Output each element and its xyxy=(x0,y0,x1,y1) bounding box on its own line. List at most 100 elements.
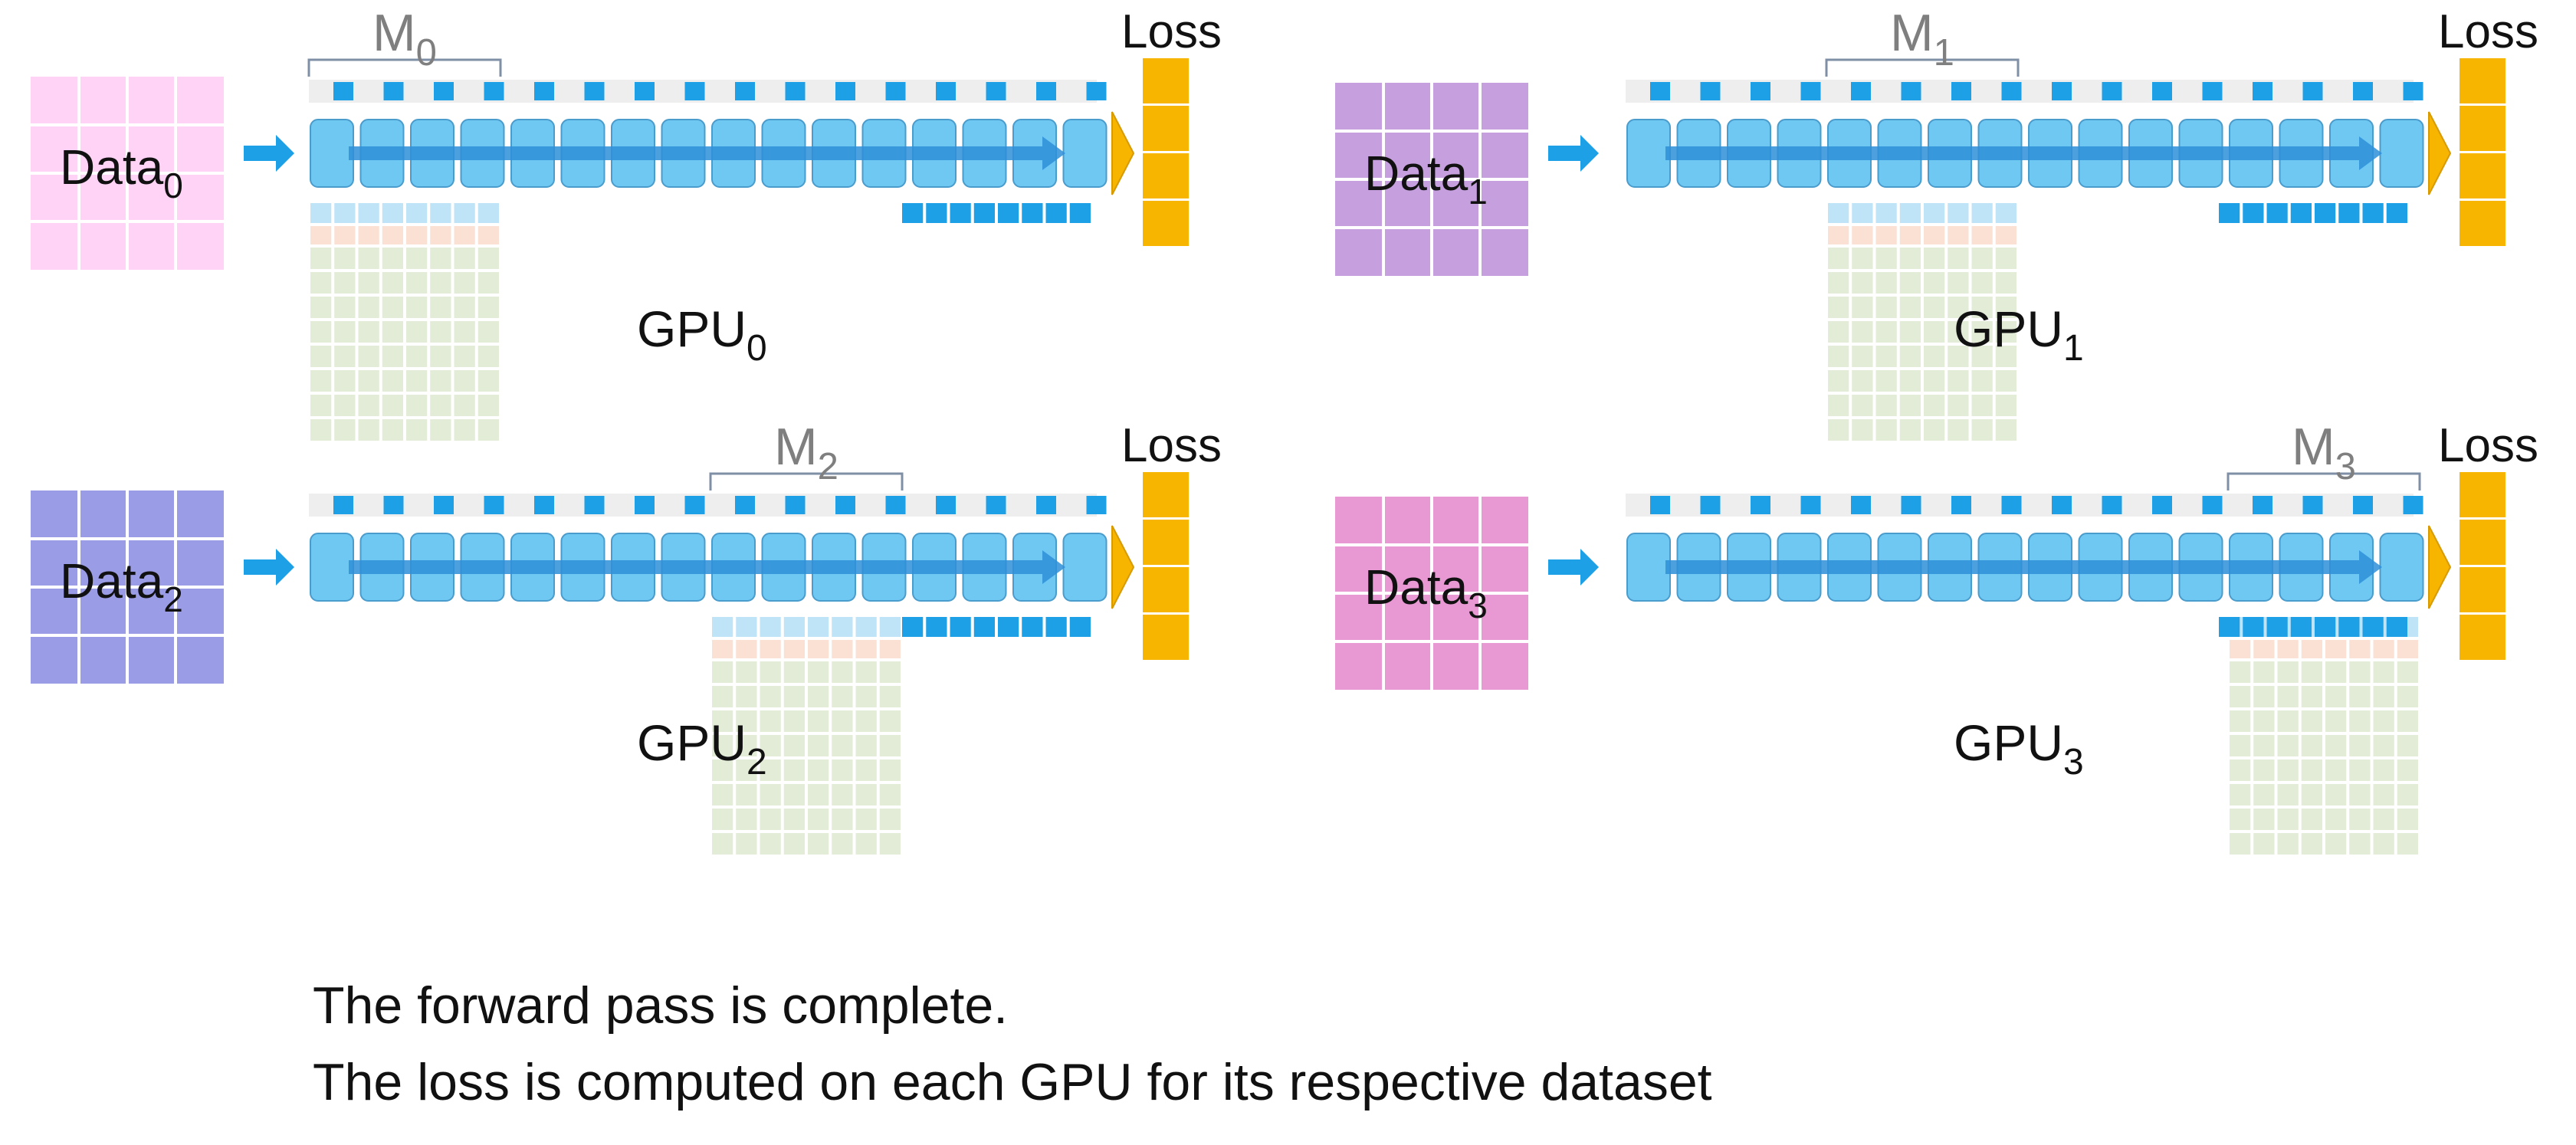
gradient-cell-dark xyxy=(926,203,947,223)
optimizer-cell xyxy=(382,321,403,343)
parameter-block xyxy=(534,496,554,514)
optimizer-cell xyxy=(808,710,829,732)
optimizer-cell xyxy=(477,248,499,269)
gradient-cell xyxy=(1995,203,2016,223)
optimizer-cell xyxy=(2349,784,2371,805)
optimizer-cell xyxy=(1971,248,1993,269)
parameter-block xyxy=(484,82,504,100)
optimizer-cell xyxy=(1924,321,1945,343)
optimizer-cell xyxy=(2349,640,2371,658)
optimizer-cell xyxy=(1924,272,1945,294)
optimizer-cell xyxy=(1971,272,1993,294)
gradient-cell-dark xyxy=(1045,203,1067,223)
data-label-subscript: 2 xyxy=(163,579,183,619)
optimizer-cell xyxy=(1852,226,1873,244)
optimizer-cell xyxy=(760,661,781,683)
shard-label-main: M xyxy=(372,4,416,62)
optimizer-cell xyxy=(808,833,829,855)
optimizer-cell xyxy=(2373,640,2394,658)
optimizer-cell xyxy=(406,419,428,441)
optimizer-cell xyxy=(1899,370,1921,392)
optimizer-cell xyxy=(760,760,781,781)
optimizer-cell xyxy=(808,640,829,658)
optimizer-cell xyxy=(2301,640,2322,658)
optimizer-cell xyxy=(712,784,733,805)
gradient-cell xyxy=(760,617,781,637)
gradient-cell xyxy=(879,617,901,637)
optimizer-cell xyxy=(334,321,356,343)
optimizer-cell xyxy=(783,809,805,830)
optimizer-cell xyxy=(1948,321,1969,343)
optimizer-cell xyxy=(310,226,332,244)
optimizer-cell xyxy=(1875,419,1897,441)
optimizer-cell xyxy=(406,395,428,416)
optimizer-cell xyxy=(1899,248,1921,269)
parameter-block xyxy=(785,496,806,514)
gradient-cell-dark xyxy=(1069,203,1091,223)
loss-cell xyxy=(1143,472,1189,517)
gradient-cell xyxy=(454,203,475,223)
gradient-cell-dark xyxy=(2243,203,2264,223)
parameter-block xyxy=(635,82,655,100)
parameter-block xyxy=(1800,82,1821,100)
optimizer-cell xyxy=(1971,370,1993,392)
loss-cell xyxy=(1143,520,1189,565)
optimizer-cell xyxy=(382,226,403,244)
optimizer-cell xyxy=(2373,735,2394,756)
parameter-block xyxy=(2403,82,2423,100)
optimizer-cell xyxy=(358,346,379,367)
parameter-block xyxy=(2152,496,2172,514)
optimizer-cell xyxy=(2325,833,2347,855)
optimizer-cell xyxy=(1995,272,2016,294)
optimizer-cell xyxy=(783,640,805,658)
optimizer-cell xyxy=(430,321,451,343)
parameter-block xyxy=(635,496,655,514)
optimizer-cell xyxy=(1948,248,1969,269)
optimizer-cell xyxy=(736,686,757,707)
shard-bracket xyxy=(1825,58,2020,77)
loss-label: Loss xyxy=(2438,419,2538,472)
optimizer-cell xyxy=(1899,226,1921,244)
parameter-block xyxy=(1800,496,1821,514)
optimizer-cell xyxy=(310,321,332,343)
optimizer-cell xyxy=(2230,735,2251,756)
optimizer-cell xyxy=(477,346,499,367)
data-label-main: Data xyxy=(60,553,164,609)
optimizer-cell xyxy=(382,346,403,367)
optimizer-cell xyxy=(1948,272,1969,294)
optimizer-cell xyxy=(334,272,356,294)
optimizer-cell xyxy=(1899,419,1921,441)
gradient-cell-dark xyxy=(2219,203,2240,223)
gradient-cell-dark xyxy=(902,203,924,223)
optimizer-cell xyxy=(2373,661,2394,683)
optimizer-cell xyxy=(736,833,757,855)
gradient-cell-dark xyxy=(2362,617,2384,637)
optimizer-cell xyxy=(1995,248,2016,269)
optimizer-cell xyxy=(2230,784,2251,805)
optimizer-cell xyxy=(454,272,475,294)
optimizer-cell xyxy=(736,661,757,683)
gpu-label: GPU2 xyxy=(637,714,767,782)
input-arrow-icon xyxy=(1548,135,1599,172)
gradient-cell-dark xyxy=(2315,203,2336,223)
gradient-cell-dark xyxy=(998,617,1019,637)
gradient-cell-dark xyxy=(973,617,995,637)
optimizer-cell xyxy=(879,640,901,658)
optimizer-cell xyxy=(2253,710,2275,732)
optimizer-cell xyxy=(1995,419,2016,441)
gradient-cell xyxy=(783,617,805,637)
optimizer-cell xyxy=(1875,226,1897,244)
optimizer-cell xyxy=(1948,370,1969,392)
optimizer-cell xyxy=(879,686,901,707)
optimizer-cell xyxy=(832,686,853,707)
gradient-cell-dark xyxy=(2266,203,2288,223)
optimizer-cell xyxy=(430,395,451,416)
data-label: Data3 xyxy=(1364,559,1488,625)
optimizer-cell xyxy=(1924,346,1945,367)
optimizer-cell xyxy=(2325,710,2347,732)
optimizer-cell xyxy=(760,735,781,756)
optimizer-cell xyxy=(1995,297,2016,318)
optimizer-cell xyxy=(1948,419,1969,441)
parameter-block xyxy=(835,496,855,514)
